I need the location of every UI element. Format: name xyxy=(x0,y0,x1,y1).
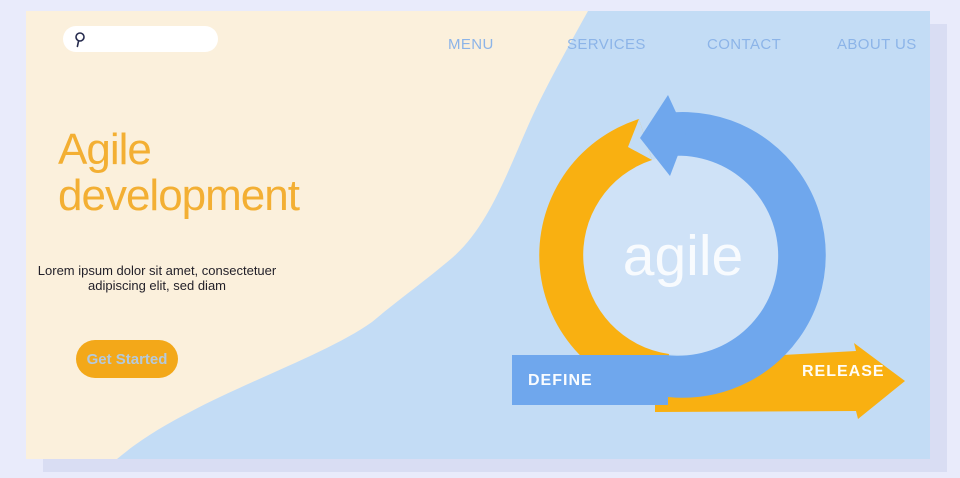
nav-item-services[interactable]: SERVICES xyxy=(567,36,646,53)
release-stage-label: RELEASE xyxy=(802,363,885,380)
blue-cycle-arc xyxy=(512,112,826,405)
agile-cycle-illustration xyxy=(117,11,930,459)
nav-item-menu[interactable]: MENU xyxy=(448,36,494,53)
define-stage-label: DEFINE xyxy=(528,372,593,389)
landing-page-canvas: MENU SERVICES CONTACT ABOUT US Agile dev… xyxy=(26,11,930,459)
hero-description: Lorem ipsum dolor sit amet, consectetuer… xyxy=(26,263,288,293)
search-input[interactable] xyxy=(63,26,218,52)
hero-description-line2: adipiscing elit, sed diam xyxy=(87,278,227,293)
cycle-inner-disc xyxy=(583,155,783,355)
hero-description-line1: Lorem ipsum dolor sit amet, consectetuer xyxy=(37,263,277,278)
orange-tail-notch xyxy=(628,119,652,160)
nav-item-about-us[interactable]: ABOUT US xyxy=(837,36,917,53)
orange-cycle-arc xyxy=(539,119,669,397)
page-title-line2: development xyxy=(58,171,300,220)
get-started-button[interactable]: Get Started xyxy=(76,340,178,378)
page-title: Agile development xyxy=(58,125,300,220)
cycle-center-label: agile xyxy=(622,224,744,288)
page-title-line1: Agile xyxy=(58,125,152,174)
magnifier-icon xyxy=(75,32,85,48)
nav-item-contact[interactable]: CONTACT xyxy=(707,36,782,53)
blue-arrowhead xyxy=(640,95,686,176)
